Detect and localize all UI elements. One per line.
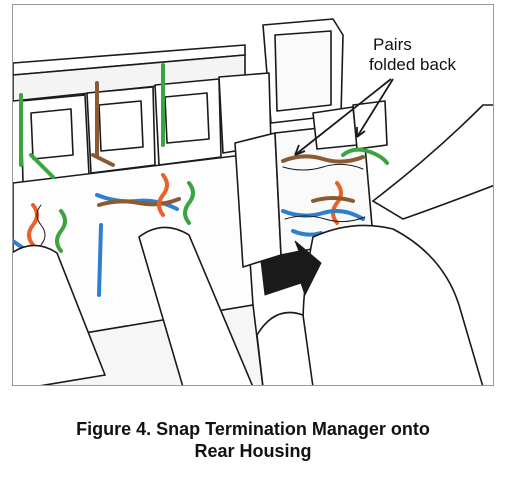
cable-1 [13,244,107,385]
termination-illustration [13,18,493,385]
brown-lead-2 [91,153,115,167]
callout-leader-1 [294,78,392,156]
callout-leader-2 [356,78,394,138]
blue-pair-4 [291,229,323,237]
caption-line-2: Rear Housing [194,441,312,461]
jack-module-3 [154,78,222,166]
figure-caption: Figure 4. Snap Termination Manager onto … [0,418,506,462]
jack-module-1 [20,94,90,184]
green-pair-folded [341,147,389,165]
cable-3 [371,104,493,220]
green-pair-2 [183,181,195,225]
brown-pair-3 [311,196,355,203]
blue-lead-1 [97,223,103,297]
callout-label: Pairs folded back [369,35,456,75]
callout-line-2: folded back [369,55,456,74]
figure-frame: Pairs folded back [12,4,494,386]
orange-pair-3 [331,181,343,225]
caption-line-1: Figure 4. Snap Termination Manager onto [76,419,430,439]
callout-line-1: Pairs [373,35,412,54]
blue-pair-3 [281,209,365,221]
cable-2 [138,226,254,385]
jack-module-2 [86,86,156,174]
termination-manager [234,132,282,268]
brown-pair-folded [281,154,365,164]
green-pair-1 [55,209,67,253]
orange-pair-2 [157,173,169,217]
brown-pair-1 [97,197,181,207]
hand [302,224,484,385]
green-lead-2 [29,153,55,179]
orange-pair-1 [27,203,39,247]
push-arrow [260,240,322,297]
